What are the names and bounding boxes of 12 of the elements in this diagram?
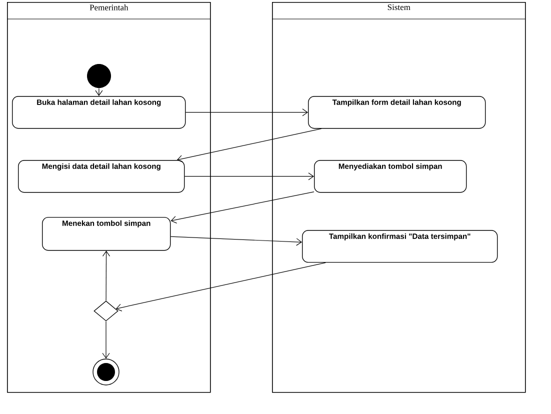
arrow (116, 262, 326, 312)
arrow (184, 172, 314, 180)
arrow (176, 128, 322, 163)
arrow (102, 321, 110, 359)
arrow (185, 108, 308, 116)
decision-diamond (94, 300, 118, 322)
arrow (170, 236, 302, 246)
final-node (92, 358, 120, 386)
initial-node (87, 64, 111, 88)
arrow (102, 250, 110, 301)
arrow (170, 192, 314, 224)
arrow (95, 88, 103, 96)
